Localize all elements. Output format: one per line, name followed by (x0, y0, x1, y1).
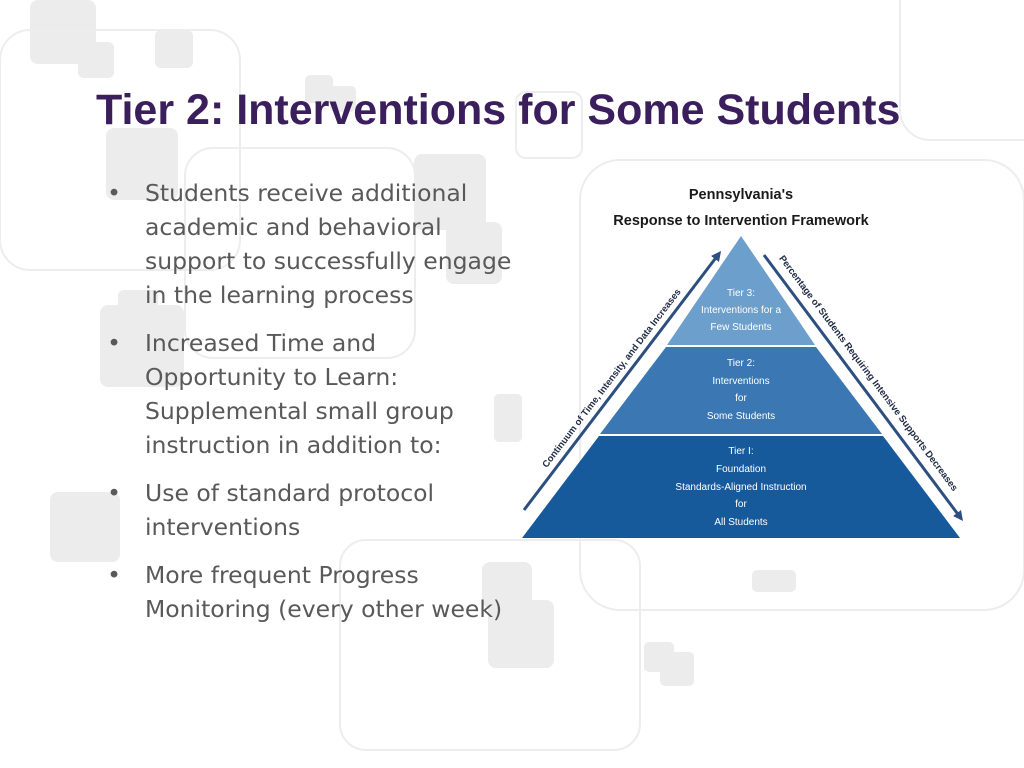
tier-1-band (522, 436, 960, 538)
tier-3-label: Tier 3: Interventions for a Few Students (701, 288, 781, 333)
tier-2-label: Tier 2: Interventions for Some Students (707, 358, 775, 422)
tier-2-band (600, 347, 882, 434)
bullet-text: Students receive additional academic and… (145, 179, 512, 309)
tier-1-label: Tier I: Foundation Standards-Aligned Ins… (675, 446, 806, 528)
tier-3-label-line: Few Students (710, 322, 771, 333)
figure-title-line1: Pennsylvania's (689, 187, 793, 203)
rti-pyramid-svg: Pennsylvania's Response to Intervention … (522, 187, 963, 538)
bullet-text: More frequent Progress Monitoring (every… (145, 561, 503, 623)
tier-2-label-line: Tier 2: (727, 358, 755, 369)
bullet-marker: • (107, 479, 121, 507)
slide-title: Tier 2: Interventions for Some Students (96, 86, 901, 134)
bullet-marker: • (107, 561, 121, 589)
tier-1-label-line: Foundation (716, 464, 766, 475)
tier-1-label-line: All Students (714, 517, 767, 528)
figure-title-line2: Response to Intervention Framework (613, 213, 869, 229)
tier-1-label-line: Tier I: (728, 446, 753, 457)
tier-3-label-line: Interventions for a (701, 305, 781, 316)
tier-3-label-line: Tier 3: (727, 288, 755, 299)
bullet-item: • More frequent Progress Monitoring (eve… (104, 558, 514, 626)
bullet-text: Increased Time and Opportunity to Learn:… (145, 329, 454, 459)
left-increase-arrow (522, 251, 722, 511)
tier-2-label-line: Some Students (707, 411, 775, 422)
bullet-text: Use of standard protocol interventions (145, 479, 435, 541)
right-decrease-arrow (762, 254, 963, 522)
bullet-marker: • (107, 329, 121, 357)
bullet-marker: • (107, 179, 121, 207)
tier-1-label-line: Standards-Aligned Instruction (675, 482, 806, 493)
bullet-list: • Students receive additional academic a… (104, 176, 514, 640)
bullet-item: • Students receive additional academic a… (104, 176, 514, 312)
tier-2-label-line: Interventions (712, 376, 769, 387)
bullet-item: • Use of standard protocol interventions (104, 476, 514, 544)
tier-3-band (667, 236, 815, 345)
bullet-item: • Increased Time and Opportunity to Lear… (104, 326, 514, 462)
rti-pyramid-figure: Pennsylvania's Response to Intervention … (514, 172, 966, 552)
tier-1-label-line: for (735, 499, 747, 510)
tier-2-label-line: for (735, 393, 747, 404)
